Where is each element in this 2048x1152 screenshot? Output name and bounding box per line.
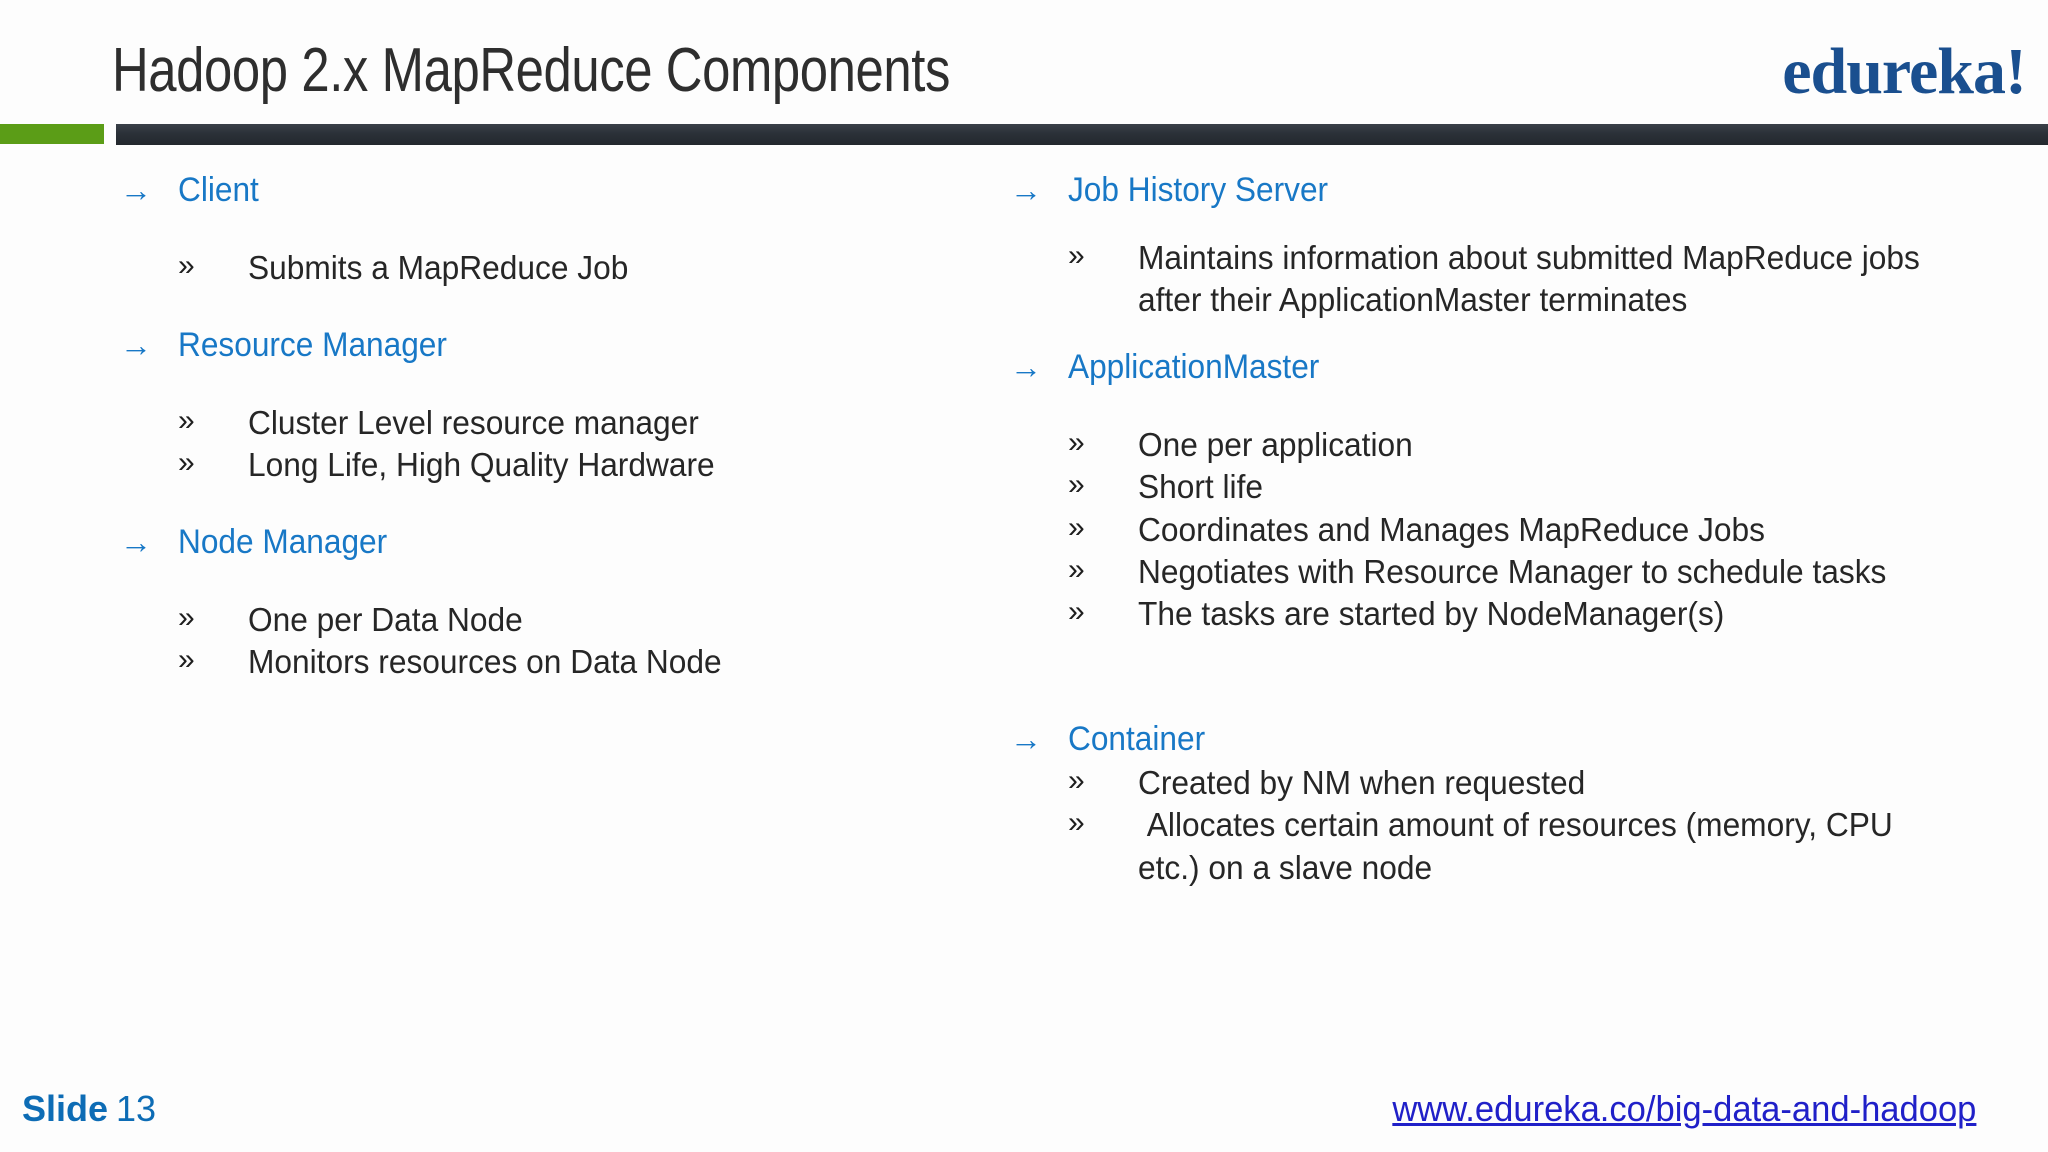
- spacer: [1010, 211, 1970, 237]
- right-content-column: → Job History Server » Maintains informa…: [1010, 170, 1970, 889]
- group-application-master: → ApplicationMaster » One per applicatio…: [1010, 347, 1970, 635]
- footer-url-link[interactable]: www.edureka.co/big-data-and-hadoop: [1391, 1088, 1976, 1129]
- list-item-label: Cluster Level resource manager: [248, 403, 699, 441]
- bullet-icon: »: [178, 403, 195, 437]
- group-container: → Container » Created by NM when request…: [1010, 719, 1970, 889]
- heading-label: ApplicationMaster: [1068, 348, 1320, 387]
- list-item-label: Long Life, High Quality Hardware: [248, 446, 715, 484]
- bullets-container: » Created by NM when requested » Allocat…: [1010, 762, 1970, 889]
- list-item: » Created by NM when requested: [1010, 762, 1970, 804]
- bullet-icon: »: [1068, 806, 1085, 840]
- list-item-label: Submits a MapReduce Job: [248, 248, 629, 286]
- green-accent-block: [0, 124, 104, 144]
- spacer: [120, 211, 920, 247]
- arrow-icon: →: [1010, 721, 1042, 758]
- list-item: » Monitors resources on Data Node: [120, 641, 920, 683]
- list-item-label: Negotiates with Resource Manager to sche…: [1138, 552, 1887, 590]
- arrow-icon: →: [120, 172, 152, 208]
- bullet-icon: »: [1068, 468, 1085, 502]
- group-job-history-server: → Job History Server » Maintains informa…: [1010, 170, 1970, 321]
- bullet-icon: »: [1068, 764, 1085, 798]
- spacer: [120, 486, 920, 522]
- list-item-label: Maintains information about submitted Ma…: [1138, 238, 1929, 319]
- arrow-icon: →: [1010, 172, 1042, 208]
- page-title: Hadoop 2.x MapReduce Components: [112, 36, 950, 105]
- spacer: [120, 289, 920, 325]
- spacer: [1010, 635, 1970, 719]
- heading-label: Client: [178, 171, 259, 209]
- group-node-manager: → Node Manager » One per Data Node » Mon…: [120, 522, 920, 683]
- bullet-icon: »: [1068, 426, 1085, 460]
- list-item: » Maintains information about submitted …: [1010, 237, 1970, 321]
- heading-application-master: → ApplicationMaster: [1010, 347, 1970, 388]
- bullets-job-history-server: » Maintains information about submitted …: [1010, 237, 1970, 321]
- list-item-label: The tasks are started by NodeManager(s): [1138, 595, 1725, 632]
- slide-number-value: 13: [116, 1088, 157, 1129]
- bullet-icon: »: [1068, 552, 1085, 586]
- spacer: [120, 366, 920, 402]
- list-item-label: Coordinates and Manages MapReduce Jobs: [1138, 510, 1765, 548]
- list-item-label: Allocates certain amount of resources (m…: [1138, 806, 1902, 886]
- bullet-icon: »: [178, 601, 195, 635]
- spacer: [1010, 388, 1970, 424]
- bullets-client: » Submits a MapReduce Job: [120, 247, 920, 289]
- list-item-label: Short life: [1138, 468, 1264, 506]
- list-item-label: One per Data Node: [248, 601, 523, 639]
- bullet-icon: »: [1068, 238, 1085, 272]
- heading-label: Node Manager: [178, 523, 388, 562]
- bullet-icon: »: [1068, 595, 1085, 628]
- heading-label: Container: [1068, 720, 1206, 759]
- group-resource-manager: → Resource Manager » Cluster Level resou…: [120, 325, 920, 486]
- list-item: » One per Data Node: [120, 599, 920, 641]
- list-item: » One per application: [1010, 424, 1970, 466]
- arrow-icon: →: [120, 524, 152, 561]
- bullets-resource-manager: » Cluster Level resource manager » Long …: [120, 402, 920, 486]
- list-item: » The tasks are started by NodeManager(s…: [1010, 593, 1970, 635]
- bullet-icon: »: [178, 643, 195, 677]
- bullet-icon: »: [1068, 510, 1085, 544]
- slide-number-word: Slide: [22, 1088, 109, 1129]
- heading-node-manager: → Node Manager: [120, 522, 920, 563]
- spacer: [120, 563, 920, 599]
- bullet-icon: »: [178, 248, 195, 282]
- list-item: » Allocates certain amount of resources …: [1010, 804, 1970, 888]
- heading-client: → Client: [120, 170, 920, 211]
- list-item: » Negotiates with Resource Manager to sc…: [1010, 551, 1970, 593]
- heading-job-history-server: → Job History Server: [1010, 170, 1970, 211]
- header-divider-bar: [116, 124, 2048, 145]
- spacer: [1010, 321, 1970, 347]
- bullet-icon: »: [178, 446, 195, 480]
- list-item-label: Created by NM when requested: [1138, 764, 1586, 802]
- bullets-node-manager: » One per Data Node » Monitors resources…: [120, 599, 920, 683]
- edureka-logo: edureka!: [1782, 35, 2027, 108]
- heading-container: → Container: [1010, 719, 1970, 760]
- heading-label: Resource Manager: [178, 326, 447, 365]
- left-content-column: → Client » Submits a MapReduce Job → Res…: [120, 170, 920, 684]
- arrow-icon: →: [1010, 349, 1042, 386]
- list-item: » Short life: [1010, 466, 1970, 508]
- list-item: » Submits a MapReduce Job: [120, 247, 920, 289]
- bullets-application-master: » One per application » Short life » Coo…: [1010, 424, 1970, 635]
- heading-label: Job History Server: [1068, 171, 1329, 209]
- list-item-label: One per application: [1138, 426, 1413, 464]
- list-item: » Cluster Level resource manager: [120, 402, 920, 444]
- list-item: » Long Life, High Quality Hardware: [120, 444, 920, 486]
- list-item: » Coordinates and Manages MapReduce Jobs: [1010, 509, 1970, 551]
- group-client: → Client » Submits a MapReduce Job: [120, 170, 920, 289]
- heading-resource-manager: → Resource Manager: [120, 325, 920, 366]
- list-item-label: Monitors resources on Data Node: [248, 643, 722, 681]
- arrow-icon: →: [120, 327, 152, 364]
